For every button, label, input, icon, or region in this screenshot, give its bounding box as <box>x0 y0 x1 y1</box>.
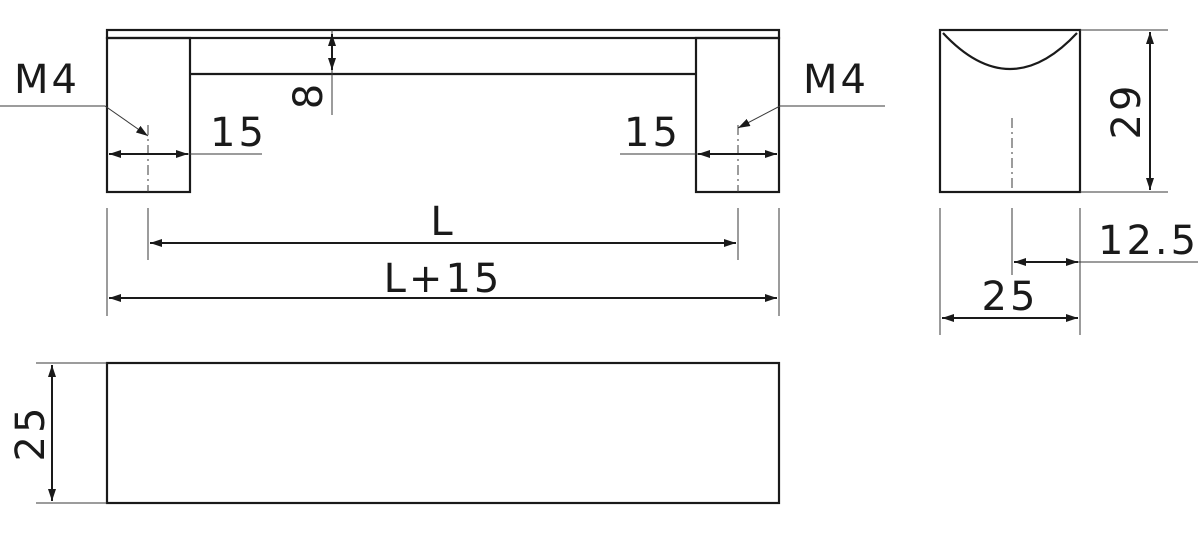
left-offset-label: 15 <box>210 110 267 156</box>
depth-label: 25 <box>982 274 1039 320</box>
handle-top-bar <box>105 28 781 40</box>
overall-length-label: L+15 <box>384 256 503 302</box>
left-thread-label: M4 <box>14 57 80 103</box>
right-thread-leader <box>737 105 885 129</box>
front-view: 8 M4 M4 15 15 L L+15 <box>0 28 885 316</box>
side-profile <box>938 28 1082 194</box>
left-thread-leader <box>0 105 149 137</box>
top-view: 25 <box>8 361 781 505</box>
hole-spacing-label: L <box>430 199 455 245</box>
right-thread-label: M4 <box>803 57 869 103</box>
top-profile <box>105 361 781 505</box>
width-label: 25 <box>8 405 54 462</box>
height-label: 29 <box>1104 83 1150 140</box>
side-profile-curve <box>942 32 1078 71</box>
right-offset-label: 15 <box>624 110 681 156</box>
side-view: 29 12.5 25 <box>938 28 1199 335</box>
half-depth-label: 12.5 <box>1098 218 1199 264</box>
bar-thickness-label: 8 <box>286 81 332 109</box>
